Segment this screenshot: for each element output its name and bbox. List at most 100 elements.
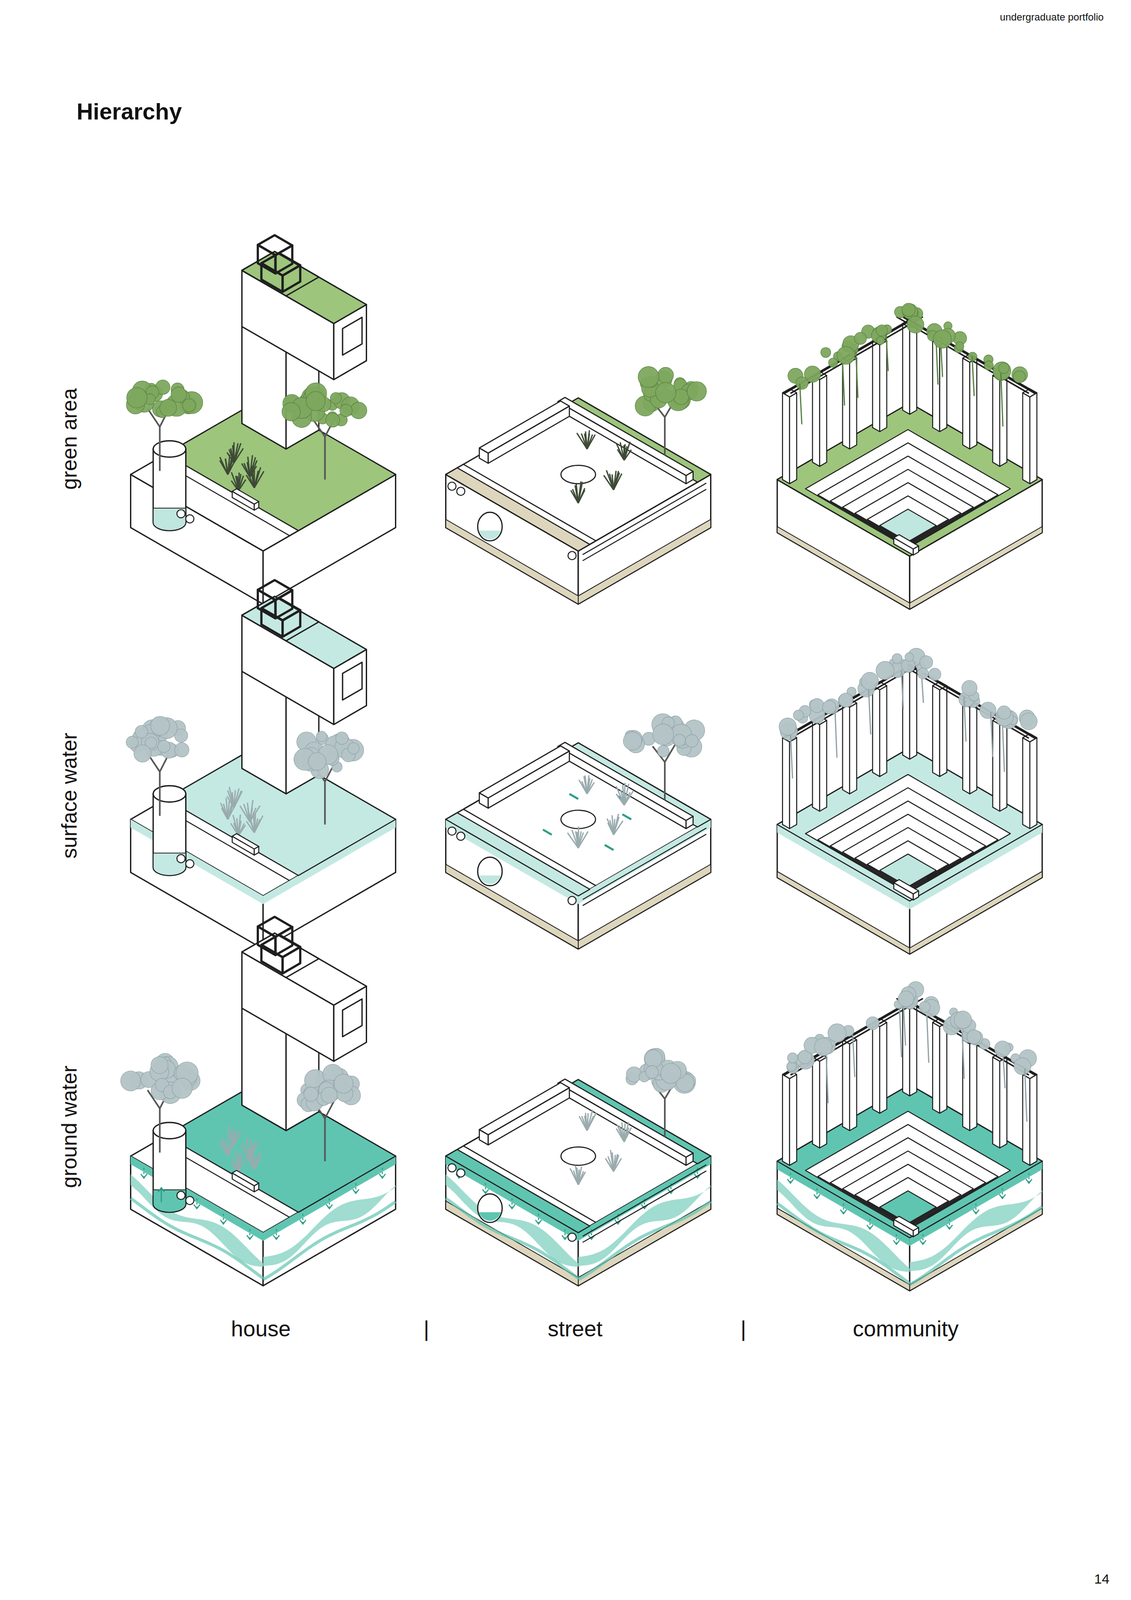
drain-pipe	[447, 826, 457, 836]
well-cylinder	[153, 448, 187, 531]
pergola-column	[789, 1074, 797, 1166]
pergola-column	[962, 357, 970, 449]
vine-canopy	[997, 705, 1012, 720]
roof-railing	[261, 607, 283, 637]
tree-canopy	[150, 716, 170, 736]
stepped-pit	[830, 456, 986, 546]
grass-tuft	[575, 483, 578, 504]
pergola-column	[1029, 392, 1037, 484]
curb-wall	[487, 751, 570, 809]
tree-canopy	[645, 1065, 659, 1079]
roof-railing	[261, 944, 283, 974]
tree-canopy	[657, 745, 670, 758]
infiltration-arrow	[922, 1234, 924, 1245]
manhole	[560, 809, 596, 829]
row-label: surface water	[57, 732, 82, 859]
runoff-mark	[604, 844, 614, 850]
pergola-beam	[783, 316, 916, 394]
grass-tuft	[250, 1152, 255, 1169]
pergola-column	[939, 685, 947, 777]
vine-canopy	[892, 653, 903, 664]
column-divider: |	[740, 1316, 747, 1342]
vine-canopy	[820, 347, 831, 358]
tree-canopy	[171, 386, 187, 403]
infiltration-arrow	[972, 1209, 979, 1214]
grass-tuft	[238, 824, 246, 836]
pergola-column	[902, 668, 910, 759]
infiltration-arrow	[946, 1224, 953, 1230]
hanging-vine	[1002, 718, 1005, 772]
infiltration-arrow	[538, 1213, 540, 1224]
vine-canopy	[955, 341, 964, 350]
grass-tuft	[606, 470, 614, 490]
stepped-pit	[879, 1190, 937, 1224]
window	[342, 998, 363, 1037]
infiltration-arrow	[249, 1229, 251, 1240]
column-label: community	[852, 1316, 959, 1342]
grass-tuft	[578, 487, 585, 504]
stepped-pit	[805, 1110, 1011, 1230]
pergola-column	[879, 685, 887, 777]
pergola-column	[789, 392, 797, 484]
stepped-pit	[855, 1164, 961, 1226]
grass-tuft	[229, 786, 234, 808]
grass-tuft	[221, 1138, 228, 1157]
infiltration-arrow	[975, 1203, 977, 1214]
infiltration-arrow	[326, 1204, 333, 1209]
hanging-vine	[962, 1032, 965, 1079]
vine-canopy	[907, 316, 924, 333]
street-model	[445, 1047, 711, 1286]
infiltration-arrow	[535, 1219, 542, 1225]
hanging-vine	[964, 696, 966, 742]
soil-layer	[578, 519, 711, 605]
vine-canopy	[836, 346, 855, 365]
hanging-vine	[835, 708, 837, 758]
roof-railing	[261, 934, 301, 957]
tree-canopy	[623, 731, 642, 750]
window	[342, 662, 363, 701]
tree-canopy	[333, 1073, 353, 1094]
page-title: Hierarchy	[76, 98, 182, 126]
pergola-beam	[903, 661, 1036, 739]
drain-pipe	[185, 1196, 194, 1205]
hanging-vine	[901, 669, 903, 709]
tree-canopy	[655, 382, 676, 404]
drain-pipe	[185, 514, 194, 524]
infiltration-arrow	[302, 1213, 304, 1224]
pergola-column	[879, 340, 887, 432]
grass-tuft	[234, 1150, 239, 1173]
tree-canopy	[644, 1049, 663, 1068]
pergola-column	[909, 1005, 917, 1096]
pergola-column	[992, 720, 1000, 811]
pergola-beam	[783, 661, 916, 739]
grass-tuft	[613, 820, 623, 835]
well-rim	[153, 785, 187, 803]
hanging-vine	[899, 1007, 902, 1058]
roof-railing	[261, 263, 283, 292]
vine-canopy	[1013, 370, 1026, 383]
infiltration-arrow	[787, 1178, 794, 1183]
grass-tuft	[578, 831, 588, 848]
infiltration-arrow	[379, 1173, 386, 1178]
tree-canopy	[174, 742, 189, 757]
vine-canopy	[787, 1052, 798, 1063]
pergola-column	[992, 375, 1000, 467]
hanging-vine	[990, 711, 993, 757]
groundwater-wave	[130, 1198, 263, 1278]
manhole	[560, 1146, 596, 1166]
infiltration-arrow	[355, 1182, 357, 1194]
well-water	[153, 852, 187, 876]
pergola-column	[842, 357, 850, 449]
vine-canopy	[876, 336, 885, 345]
pergola-column	[849, 702, 857, 794]
bench	[893, 534, 919, 549]
curb-wall	[487, 1087, 570, 1145]
vine-canopy	[933, 330, 952, 349]
stepped-pit	[805, 429, 1011, 549]
infiltration-arrow	[328, 1198, 330, 1209]
tree-trunk	[147, 749, 172, 816]
grass-tuft	[571, 830, 579, 849]
grass-tuft	[252, 466, 255, 488]
groundwater-wave	[130, 1174, 263, 1267]
hanging-vine	[856, 351, 858, 399]
